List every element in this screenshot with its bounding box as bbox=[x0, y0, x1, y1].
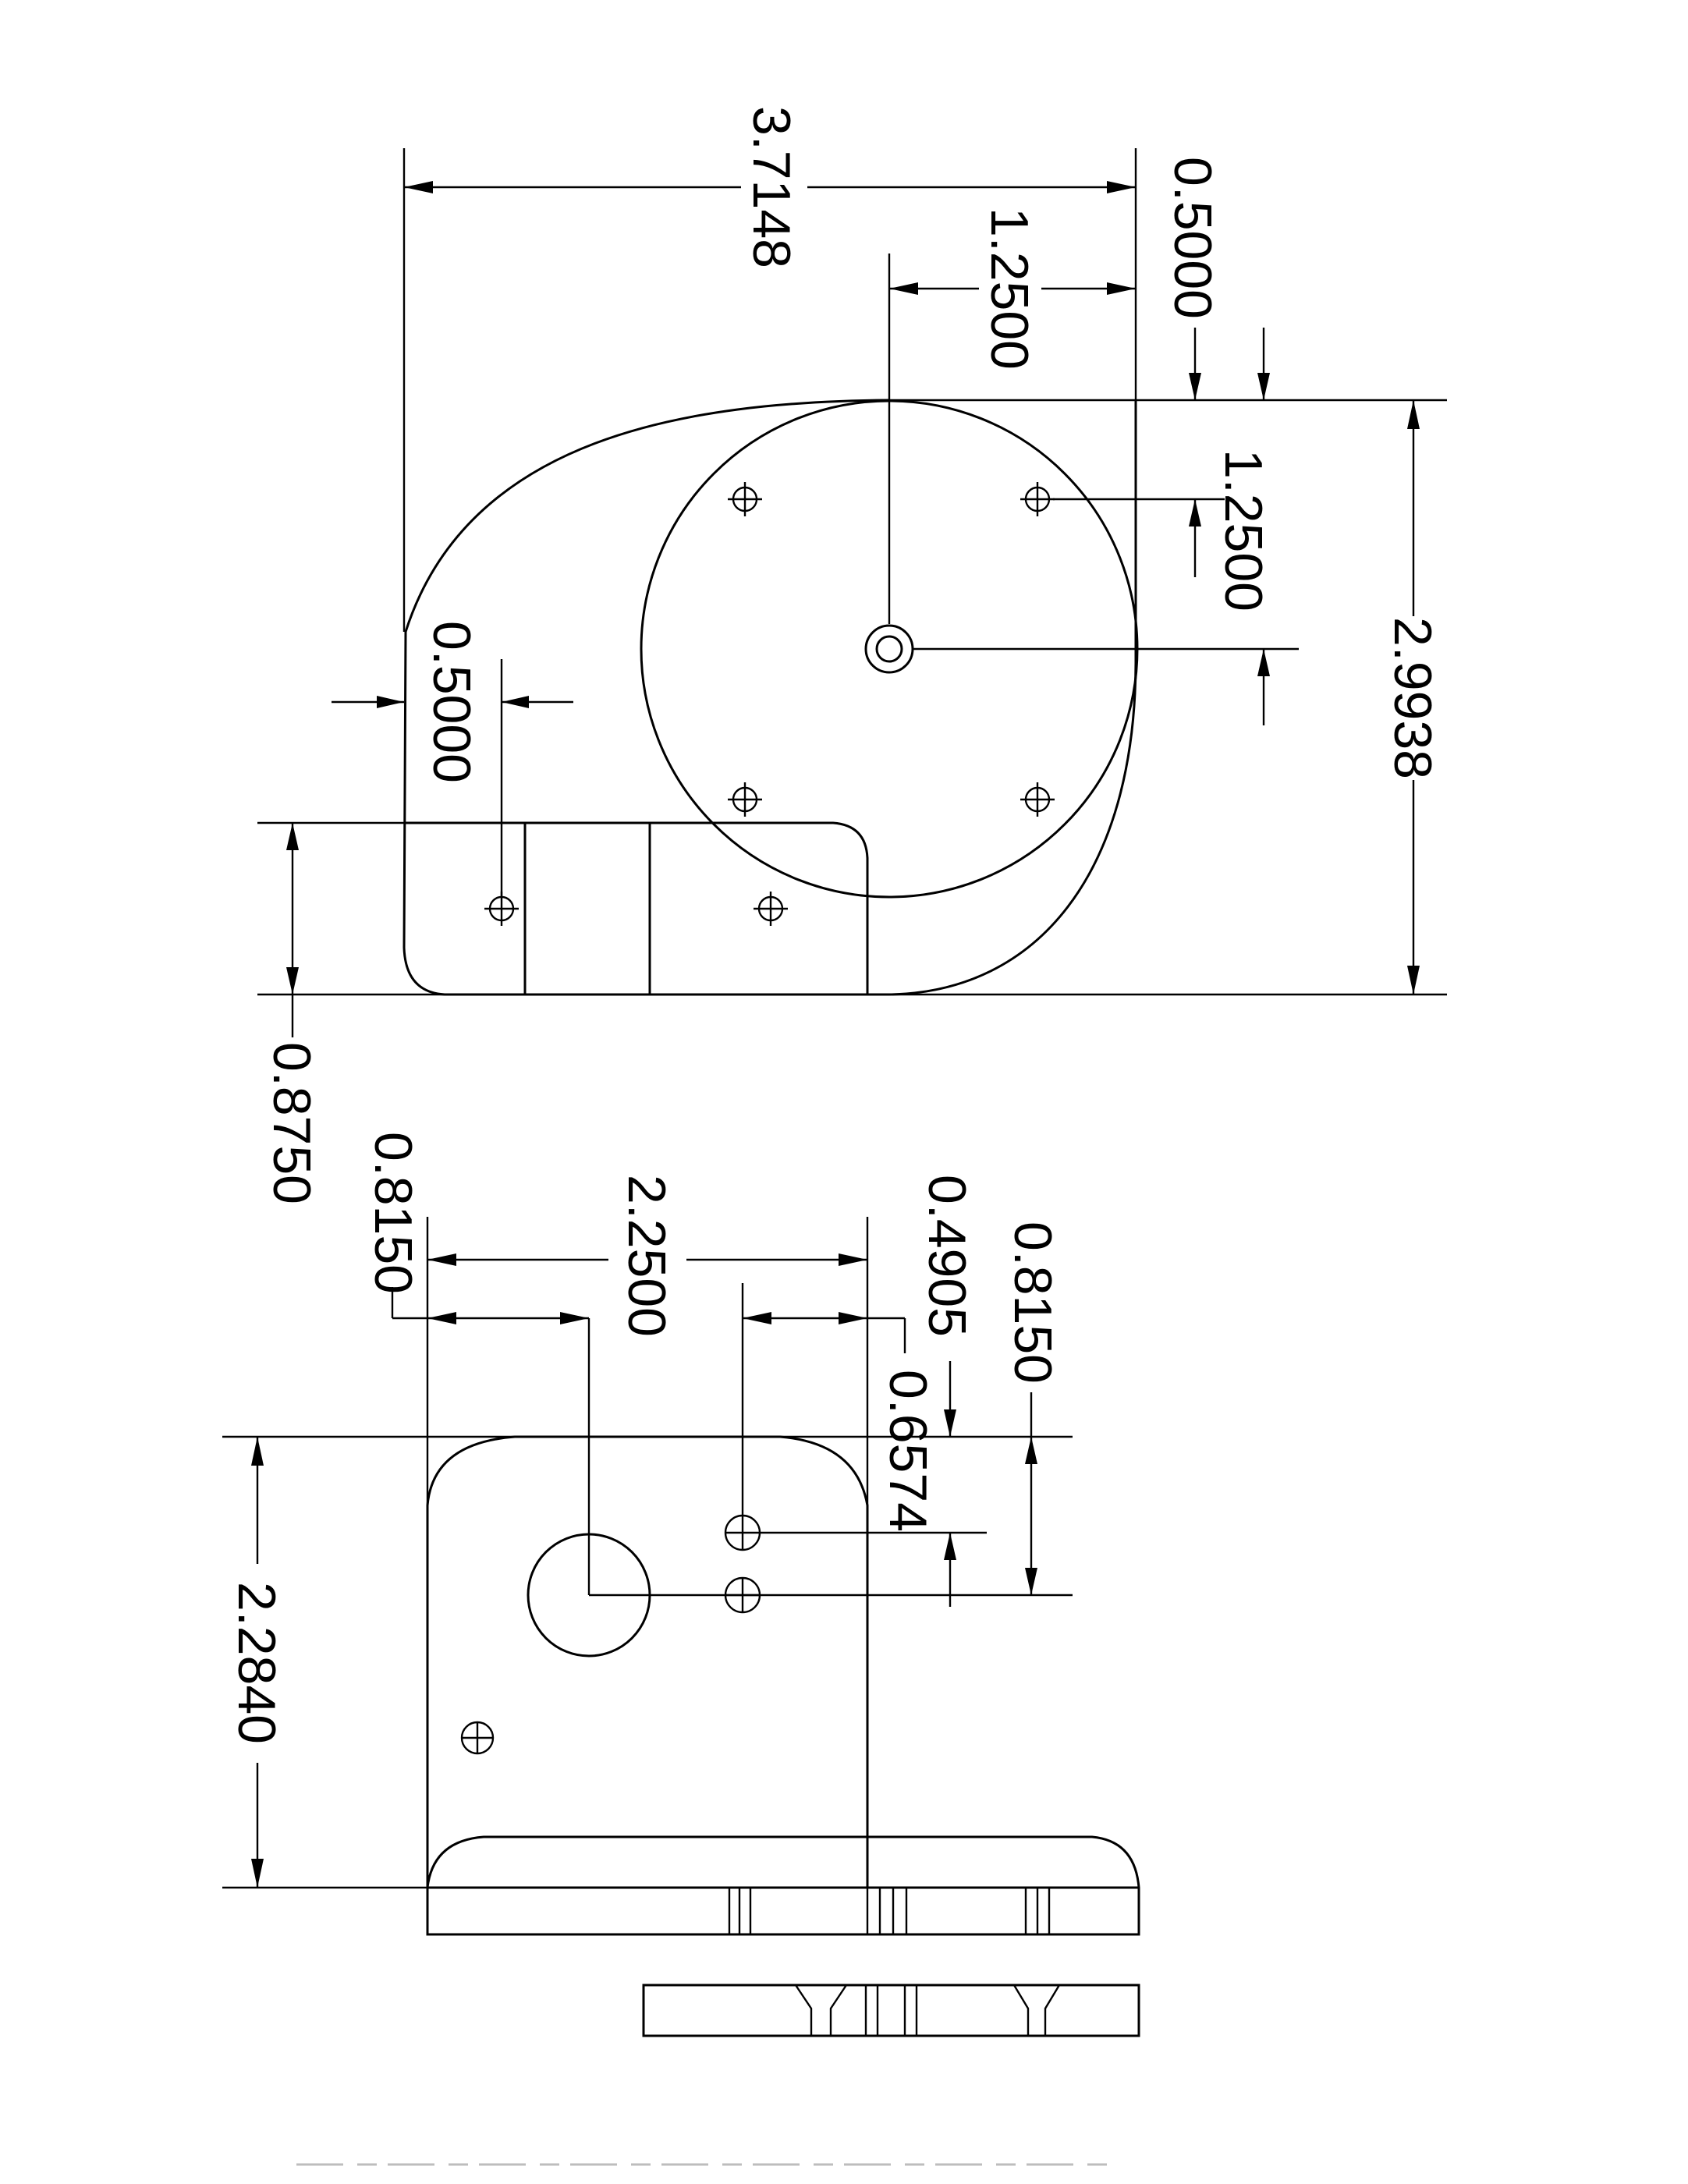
dim-label: 2.2840 bbox=[227, 1582, 286, 1744]
base-slot bbox=[1024, 1888, 1051, 1934]
hub-hole-inner bbox=[875, 635, 903, 663]
mounting-hole bbox=[1020, 482, 1055, 516]
dim-label: 1.2500 bbox=[1214, 449, 1273, 612]
hub-hole-outer bbox=[864, 624, 914, 674]
mounting-hole bbox=[754, 892, 788, 926]
plate-outline bbox=[426, 1435, 869, 1934]
dim-label: 0.5000 bbox=[422, 621, 481, 783]
dim-label: 2.2500 bbox=[617, 1175, 676, 1337]
dim-label: 0.8150 bbox=[1003, 1221, 1062, 1384]
dim-label: 3.7148 bbox=[742, 106, 801, 268]
dim-label: 2.9938 bbox=[1383, 617, 1442, 779]
mounting-hole bbox=[728, 782, 762, 817]
top-view: 3.7148 1.2500 0.5000 1.2500 2.9938 0.500… bbox=[257, 106, 1447, 1204]
mounting-hole bbox=[728, 482, 762, 516]
side-profile bbox=[642, 1984, 1140, 2037]
dim-label: 0.4905 bbox=[917, 1175, 977, 1337]
dim-label: 0.6574 bbox=[878, 1370, 938, 1532]
dim-label: 0.5000 bbox=[1163, 157, 1222, 319]
base-outline bbox=[426, 1835, 1140, 1936]
mounting-hole bbox=[724, 1514, 761, 1551]
dim-label: 1.2500 bbox=[980, 207, 1039, 370]
mounting-hole bbox=[460, 1721, 495, 1755]
bottom-view: 2.2500 0.8150 0.4905 0.6574 0.8150 2.284… bbox=[222, 1132, 1140, 1936]
base-slot bbox=[728, 1888, 752, 1934]
dim-label: 0.8750 bbox=[262, 1042, 321, 1204]
mounting-hole bbox=[484, 892, 519, 926]
housing-outline bbox=[402, 399, 1137, 996]
dim-label: 0.8150 bbox=[363, 1132, 423, 1294]
mounting-hole bbox=[1020, 782, 1055, 817]
base-slot bbox=[866, 1888, 908, 1934]
bracket-outline bbox=[404, 821, 869, 994]
